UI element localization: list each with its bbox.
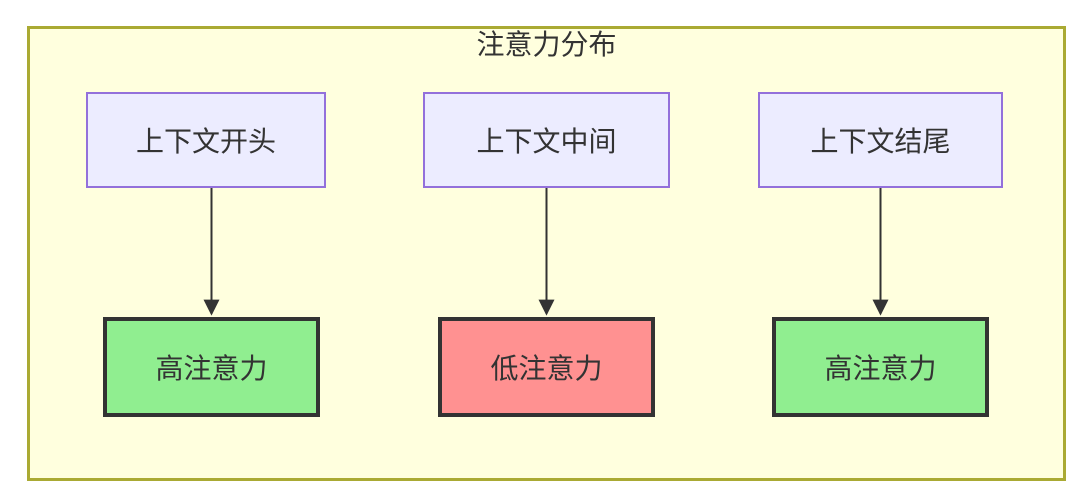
node-high-attention-right-label: 高注意力: [824, 353, 937, 384]
node-context-end-label: 上下文结尾: [810, 126, 951, 157]
node-high-attention-left-label: 高注意力: [155, 353, 268, 384]
diagram-title: 注意力分布: [476, 29, 617, 60]
node-high-attention-right: 高注意力: [772, 317, 989, 417]
node-low-attention-label: 低注意力: [490, 353, 603, 384]
node-context-start-label: 上下文开头: [135, 126, 276, 157]
node-high-attention-left: 高注意力: [103, 317, 320, 417]
node-low-attention: 低注意力: [438, 317, 655, 417]
node-context-middle: 上下文中间: [423, 92, 670, 188]
node-context-middle-label: 上下文中间: [476, 126, 617, 157]
node-context-end: 上下文结尾: [758, 92, 1003, 188]
node-context-start: 上下文开头: [86, 92, 326, 188]
